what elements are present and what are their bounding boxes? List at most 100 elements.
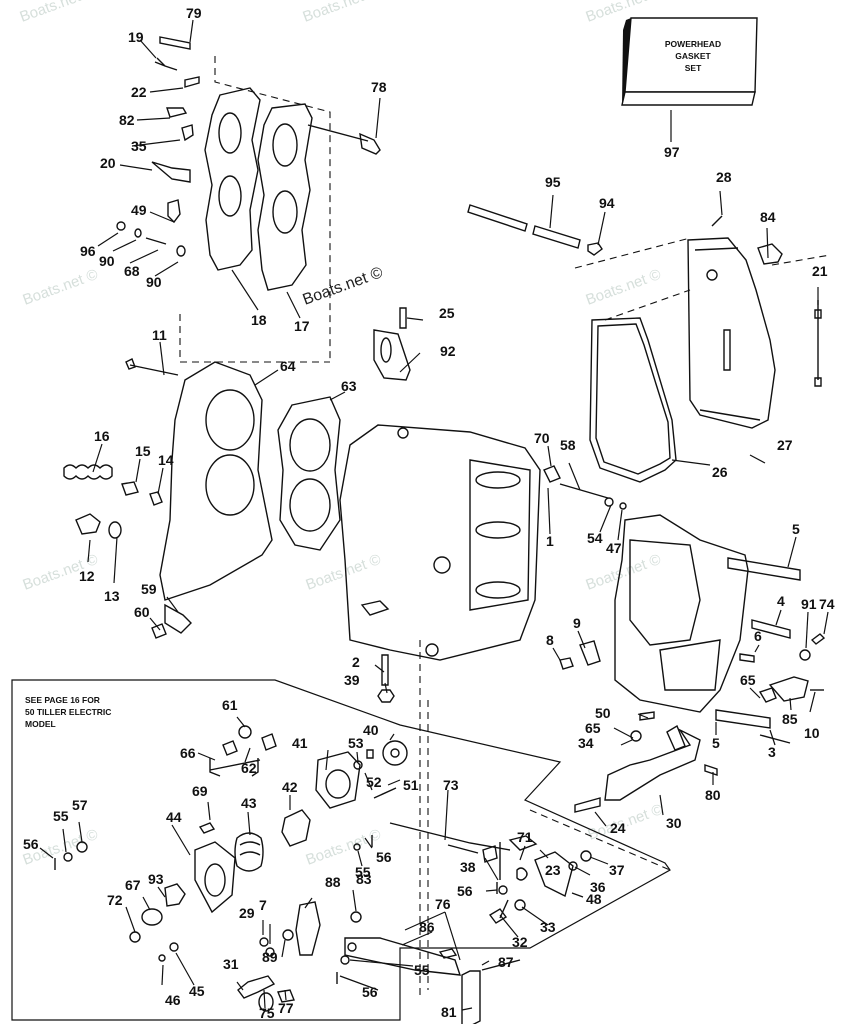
callout-71[interactable]: 71 <box>517 829 533 845</box>
callout-17[interactable]: 17 <box>294 318 310 334</box>
callout-16[interactable]: 16 <box>94 428 110 444</box>
head-gasket-63[interactable] <box>277 396 341 551</box>
callout-88[interactable]: 88 <box>325 874 341 890</box>
callout-80[interactable]: 80 <box>705 787 721 803</box>
callout-12[interactable]: 12 <box>79 568 95 584</box>
callout-83[interactable]: 83 <box>356 871 372 887</box>
callout-56[interactable]: 56 <box>23 836 39 852</box>
callout-89[interactable]: 89 <box>262 949 278 965</box>
callout-15[interactable]: 15 <box>135 443 151 459</box>
callout-62[interactable]: 62 <box>241 760 257 776</box>
callout-56[interactable]: 56 <box>457 883 473 899</box>
callout-53[interactable]: 53 <box>348 735 364 751</box>
callout-60[interactable]: 60 <box>134 604 150 620</box>
callout-9[interactable]: 9 <box>573 615 581 631</box>
callout-97[interactable]: 97 <box>664 144 680 160</box>
callout-82[interactable]: 82 <box>119 112 135 128</box>
callout-84[interactable]: 84 <box>760 209 776 225</box>
callout-55[interactable]: 55 <box>414 962 430 978</box>
callout-1[interactable]: 1 <box>546 533 554 549</box>
callout-86[interactable]: 86 <box>419 919 435 935</box>
bypass-cover-27[interactable] <box>687 215 783 429</box>
callout-41[interactable]: 41 <box>292 735 308 751</box>
callout-56[interactable]: 56 <box>362 984 378 1000</box>
callout-6[interactable]: 6 <box>754 628 762 644</box>
callout-87[interactable]: 87 <box>498 954 514 970</box>
callout-45[interactable]: 45 <box>189 983 205 999</box>
cylinder-head-64[interactable] <box>159 361 273 601</box>
callout-34[interactable]: 34 <box>578 735 594 751</box>
callout-75[interactable]: 75 <box>259 1005 275 1021</box>
callout-30[interactable]: 30 <box>666 815 682 831</box>
tube-95[interactable] <box>467 204 603 256</box>
callout-33[interactable]: 33 <box>540 919 556 935</box>
callout-93[interactable]: 93 <box>148 871 164 887</box>
callout-39[interactable]: 39 <box>344 672 360 688</box>
callout-19[interactable]: 19 <box>128 29 144 45</box>
exhaust-cover-18[interactable] <box>204 87 261 271</box>
callout-5[interactable]: 5 <box>712 735 720 751</box>
callout-47[interactable]: 47 <box>606 540 622 556</box>
callout-8[interactable]: 8 <box>546 632 554 648</box>
callout-29[interactable]: 29 <box>239 905 255 921</box>
callout-94[interactable]: 94 <box>599 195 615 211</box>
callout-10[interactable]: 10 <box>804 725 820 741</box>
callout-13[interactable]: 13 <box>104 588 120 604</box>
callout-72[interactable]: 72 <box>107 892 123 908</box>
callout-65[interactable]: 65 <box>740 672 756 688</box>
callout-24[interactable]: 24 <box>610 820 626 836</box>
callout-69[interactable]: 69 <box>192 783 208 799</box>
gasket-set-box[interactable]: POWERHEAD GASKET SET <box>621 17 758 142</box>
callout-54[interactable]: 54 <box>587 530 603 546</box>
callout-5[interactable]: 5 <box>792 521 800 537</box>
callout-68[interactable]: 68 <box>124 263 140 279</box>
callout-28[interactable]: 28 <box>716 169 732 185</box>
callout-38[interactable]: 38 <box>460 859 476 875</box>
callout-52[interactable]: 52 <box>366 774 382 790</box>
callout-25[interactable]: 25 <box>439 305 455 321</box>
callout-18[interactable]: 18 <box>251 312 267 328</box>
callout-7[interactable]: 7 <box>259 897 267 913</box>
callout-43[interactable]: 43 <box>241 795 257 811</box>
callout-32[interactable]: 32 <box>512 934 528 950</box>
callout-21[interactable]: 21 <box>812 263 828 279</box>
callout-55[interactable]: 55 <box>355 864 371 880</box>
crankcase-half[interactable] <box>614 514 749 713</box>
callout-20[interactable]: 20 <box>100 155 116 171</box>
callout-64[interactable]: 64 <box>280 358 296 374</box>
callout-31[interactable]: 31 <box>223 956 239 972</box>
callout-77[interactable]: 77 <box>278 1000 294 1016</box>
callout-11[interactable]: 11 <box>152 327 167 343</box>
callout-3[interactable]: 3 <box>768 744 776 760</box>
callout-2[interactable]: 2 <box>352 654 360 670</box>
callout-48[interactable]: 48 <box>586 891 602 907</box>
callout-61[interactable]: 61 <box>222 697 238 713</box>
callout-42[interactable]: 42 <box>282 779 298 795</box>
callout-14[interactable]: 14 <box>158 452 174 468</box>
callout-58[interactable]: 58 <box>560 437 576 453</box>
callout-74[interactable]: 74 <box>819 596 835 612</box>
callout-50[interactable]: 50 <box>595 705 611 721</box>
cylinder-block[interactable] <box>339 424 541 661</box>
callout-27[interactable]: 27 <box>777 437 793 453</box>
callout-40[interactable]: 40 <box>363 722 379 738</box>
callout-63[interactable]: 63 <box>341 378 357 394</box>
exhaust-gasket-17[interactable] <box>257 103 313 291</box>
callout-90[interactable]: 90 <box>99 253 115 269</box>
callout-81[interactable]: 81 <box>441 1004 457 1020</box>
callout-70[interactable]: 70 <box>534 430 550 446</box>
callout-22[interactable]: 22 <box>131 84 147 100</box>
lifting-bracket-92[interactable] <box>373 307 411 381</box>
callout-49[interactable]: 49 <box>131 202 147 218</box>
callout-57[interactable]: 57 <box>72 797 88 813</box>
cover-gasket-26[interactable] <box>589 317 677 483</box>
callout-46[interactable]: 46 <box>165 992 181 1008</box>
callout-90[interactable]: 90 <box>146 274 162 290</box>
callout-96[interactable]: 96 <box>80 243 96 259</box>
callout-92[interactable]: 92 <box>440 343 456 359</box>
callout-76[interactable]: 76 <box>435 896 451 912</box>
callout-79[interactable]: 79 <box>186 5 202 21</box>
callout-4[interactable]: 4 <box>777 593 785 609</box>
callout-51[interactable]: 51 <box>403 777 419 793</box>
callout-59[interactable]: 59 <box>141 581 157 597</box>
